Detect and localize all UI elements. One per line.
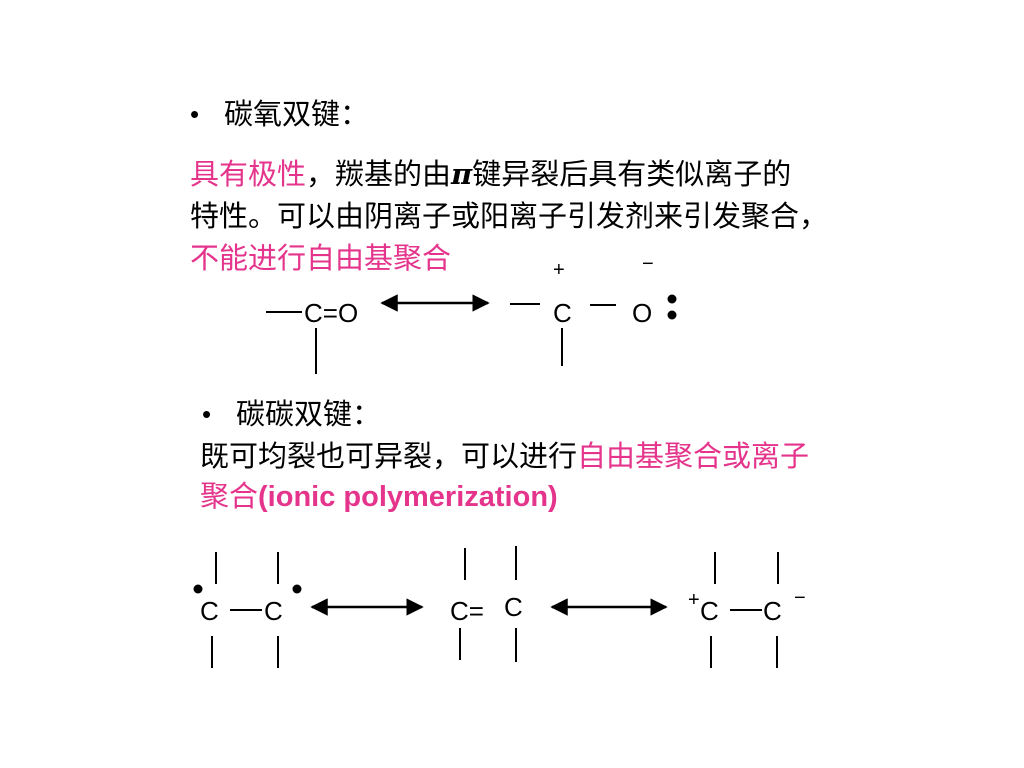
bullet-icon: • (202, 399, 212, 429)
oxygen-atom: O (632, 298, 652, 328)
bullet-icon: • (190, 99, 200, 129)
lone-pair-dot (667, 294, 677, 304)
carbon-atom: C (700, 596, 719, 626)
plus-charge: + (553, 259, 565, 281)
carbonyl-formula: C=O (304, 298, 358, 328)
section1-line3: 不能进行自由基聚合 (190, 241, 452, 275)
section1-line2: 特性。可以由阴离子或阳离子引发剂来引发聚合， (190, 199, 829, 233)
section1-line1-text-a: ，羰基的由 (306, 157, 452, 191)
alkene-carbon: C= (450, 596, 484, 626)
section1-line1-text-b: 键异裂后具有类似离子的 (472, 157, 792, 191)
section1-heading: 碳氧双键： (224, 97, 370, 131)
radical-dot (292, 584, 302, 594)
carbon-atom: C (264, 596, 283, 626)
alkene-carbon: C (504, 592, 523, 622)
minus-charge: − (642, 253, 654, 275)
section2-line2-english: (ionic polymerization) (258, 481, 558, 513)
section1-line1: 具有极性，羰基的由π键异裂后具有类似离子的 (190, 156, 791, 192)
radical-dot (193, 584, 203, 594)
alkene-resonance: C C C= C + C C − (193, 546, 806, 668)
section2-line2-highlight: 聚合 (200, 479, 259, 513)
section1-line1-highlight: 具有极性 (190, 157, 307, 191)
section2-line1-text: 既可均裂也可异裂，可以进行 (200, 439, 578, 473)
pi-symbol: π (451, 157, 473, 191)
section2-line1: 既可均裂也可异裂，可以进行自由基聚合或离子 (200, 438, 809, 474)
section2-line1-highlight: 自由基聚合或离子 (577, 439, 810, 473)
carbon-atom: C (553, 298, 572, 328)
minus-charge: − (794, 587, 806, 609)
plus-charge: + (688, 589, 700, 611)
lone-pair-dot (667, 310, 677, 320)
carbon-atom: C (763, 596, 782, 626)
carbon-atom: C (200, 596, 219, 626)
carbonyl-resonance: C=O + C − O (266, 253, 677, 374)
section2-heading: 碳碳双键： (236, 397, 382, 431)
section2-line2: 聚合(ionic polymerization) (200, 478, 558, 515)
